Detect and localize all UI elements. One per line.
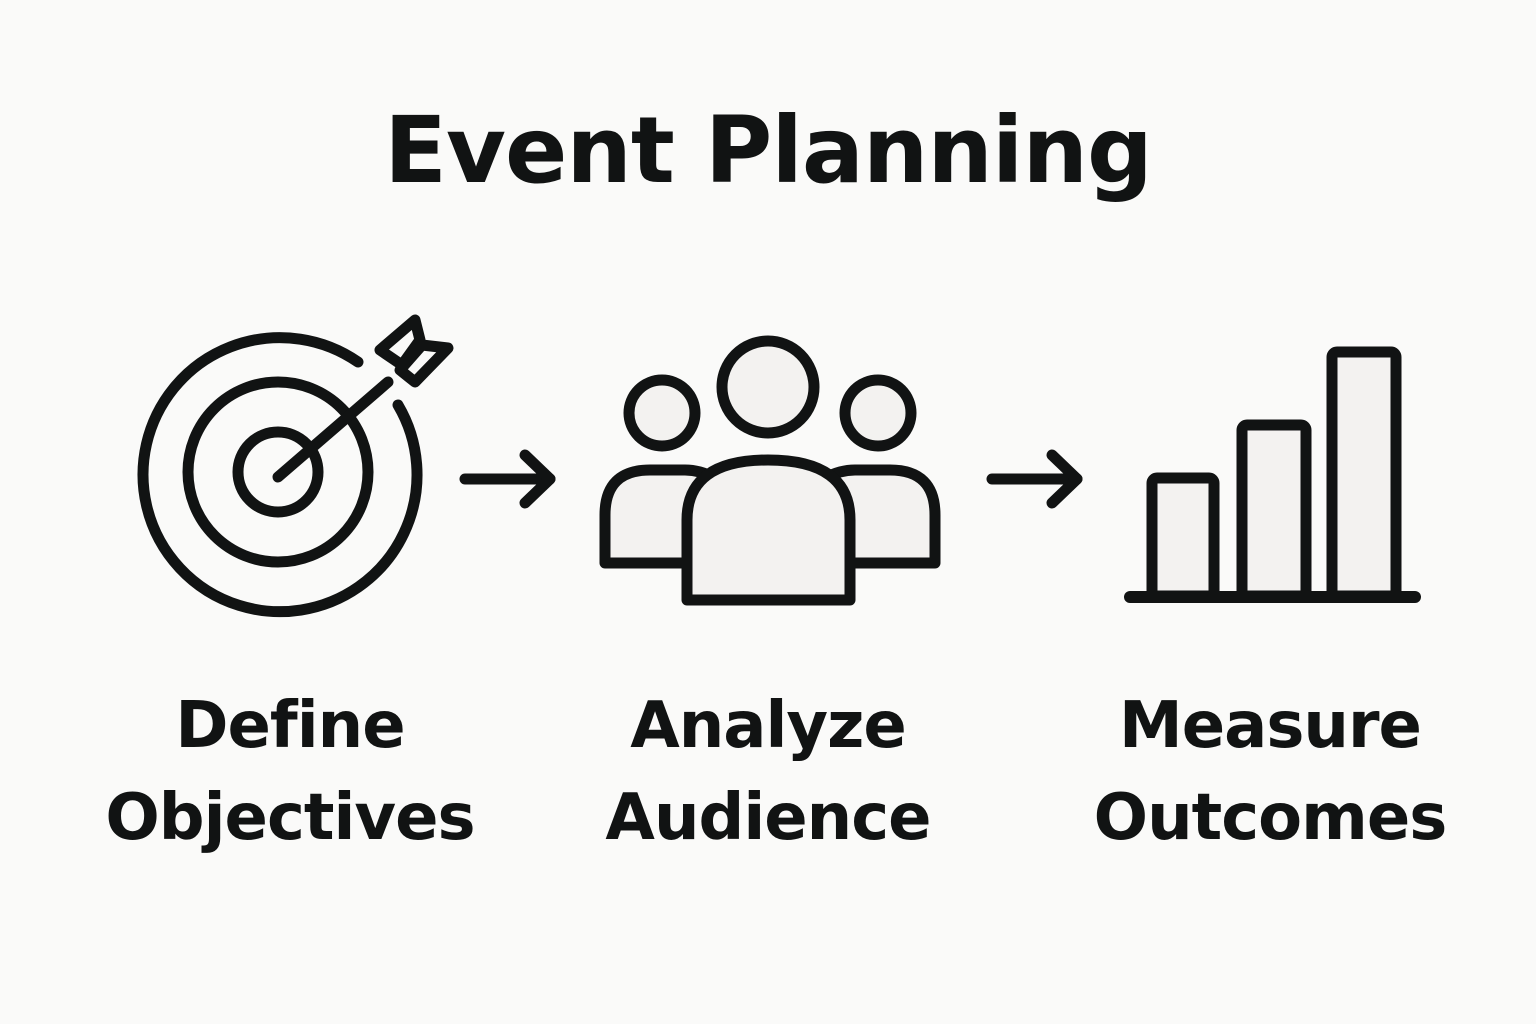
step-label-line2: Outcomes	[1093, 781, 1448, 855]
step-label-measure-outcomes: Measure Outcomes	[1070, 680, 1470, 864]
arrow-right-icon	[458, 448, 558, 509]
step-label-line1: Analyze	[630, 689, 907, 763]
bar-chart-icon	[1110, 340, 1430, 610]
target-icon	[130, 310, 470, 630]
diagram-title: Event Planning	[384, 97, 1153, 204]
step-label-line1: Define	[175, 689, 405, 763]
step-label-line1: Measure	[1119, 689, 1422, 763]
step-label-analyze-audience: Analyze Audience	[568, 680, 968, 864]
step-label-define-objectives: Define Objectives	[90, 680, 490, 864]
people-group-icon	[590, 330, 950, 620]
step-label-line2: Objectives	[105, 781, 475, 855]
step-label-line2: Audience	[605, 781, 931, 855]
arrow-right-icon	[985, 448, 1085, 509]
